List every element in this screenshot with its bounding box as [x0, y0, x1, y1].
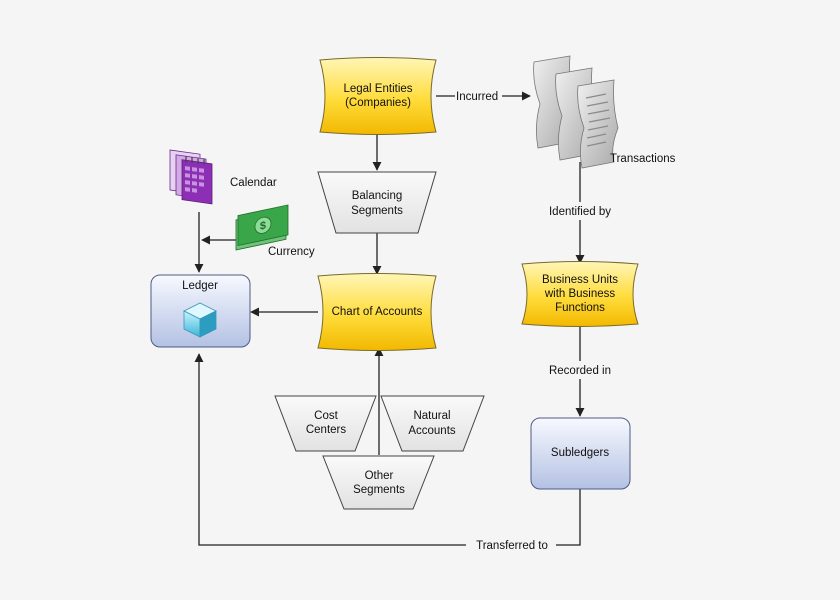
balancing-line2: Segments: [351, 205, 403, 217]
business-units-line3: Functions: [555, 302, 605, 314]
node-cost-centers: Cost Centers: [274, 395, 377, 452]
edge-subledgers-to-ledger-b: [194, 353, 466, 546]
edge-label-identified-by: Identified by: [549, 206, 611, 218]
node-ledger: Ledger: [150, 274, 251, 348]
other-segments-line1: Other: [365, 470, 394, 482]
natural-accounts-line1: Natural: [413, 410, 450, 422]
balancing-line1: Balancing: [352, 190, 403, 202]
node-balancing-segments: Balancing Segments: [317, 171, 437, 234]
node-natural-accounts: Natural Accounts: [380, 395, 485, 452]
other-segments-line2: Segments: [353, 484, 405, 496]
legal-entities-line2: (Companies): [345, 97, 411, 109]
edge-label-incurred: Incurred: [456, 91, 498, 103]
currency-icon: $: [235, 204, 289, 251]
connectors: [194, 91, 585, 546]
business-units-line2: with Business: [544, 288, 616, 300]
edge-label-transferred-to: Transferred to: [476, 540, 548, 552]
svg-text:$: $: [260, 220, 267, 233]
cost-centers-line2: Centers: [306, 424, 347, 436]
edge-subledgers-to-ledger-a: [556, 489, 581, 546]
node-other-segments: Other Segments: [322, 455, 435, 510]
chart-of-accounts-label: Chart of Accounts: [332, 306, 423, 318]
node-subledgers: Subledgers: [530, 417, 631, 490]
currency-label: Currency: [268, 246, 315, 258]
transactions-label: Transactions: [610, 153, 676, 165]
natural-accounts-line2: Accounts: [408, 425, 456, 437]
node-business-units: Business Units with Business Functions: [521, 261, 639, 327]
database-cube-icon: [183, 302, 217, 338]
calendar-icon: [169, 149, 213, 205]
ledger-label: Ledger: [182, 280, 218, 292]
node-legal-entities: Legal Entities (Companies): [319, 57, 437, 135]
edge-labels: Incurred Identified by Recorded in Trans…: [456, 91, 611, 552]
transactions-icon: [533, 55, 619, 169]
calendar-label: Calendar: [230, 177, 277, 189]
edge-label-recorded-in: Recorded in: [549, 365, 611, 377]
cost-centers-line1: Cost: [314, 410, 338, 422]
subledgers-label: Subledgers: [551, 447, 609, 459]
node-chart-of-accounts: Chart of Accounts: [317, 273, 437, 351]
business-units-line1: Business Units: [542, 274, 618, 286]
legal-entities-line1: Legal Entities: [343, 83, 412, 95]
